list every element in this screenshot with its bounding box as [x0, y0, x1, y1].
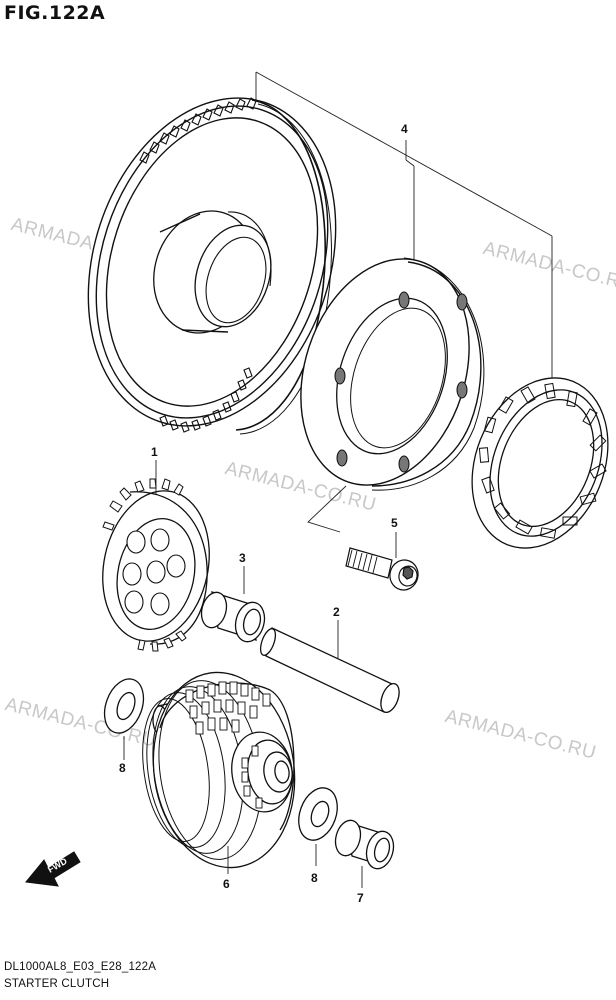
callout-part-1: 1: [151, 445, 158, 459]
footer-assembly-name: STARTER CLUTCH: [4, 978, 110, 990]
clutch-bolt: [345, 547, 419, 591]
callout-part-8-right: 8: [311, 871, 318, 885]
callout-part-7: 7: [357, 891, 364, 905]
callout-part-8-left: 8: [119, 761, 126, 775]
thrust-washer-left: [103, 678, 145, 734]
callout-part-3: 3: [239, 551, 246, 565]
starter-idle-gear-assembly: [142, 671, 296, 869]
callout-part-2: 2: [333, 605, 340, 619]
footer-diagram-code: DL1000AL8_E03_E28_122A: [4, 961, 157, 973]
fwd-arrow-icon: FWD: [25, 851, 81, 887]
callout-part-4: 4: [401, 122, 408, 136]
idle-gear-shaft: [259, 627, 400, 714]
idle-gear: [102, 478, 210, 652]
thrust-washer-right: [298, 787, 338, 841]
starter-idle-bushing: [334, 819, 395, 870]
figure-title: FIG.122A: [4, 2, 106, 24]
part-4-leader: [255, 71, 553, 378]
starter-driven-gear: [87, 97, 337, 435]
callout-part-5: 5: [391, 516, 398, 530]
part-5-leader: [307, 485, 347, 533]
starter-clutch-body: [300, 257, 485, 491]
callout-part-6: 6: [223, 877, 230, 891]
idle-gear-bushing: [200, 591, 266, 643]
one-way-clutch-cage: [471, 377, 609, 549]
